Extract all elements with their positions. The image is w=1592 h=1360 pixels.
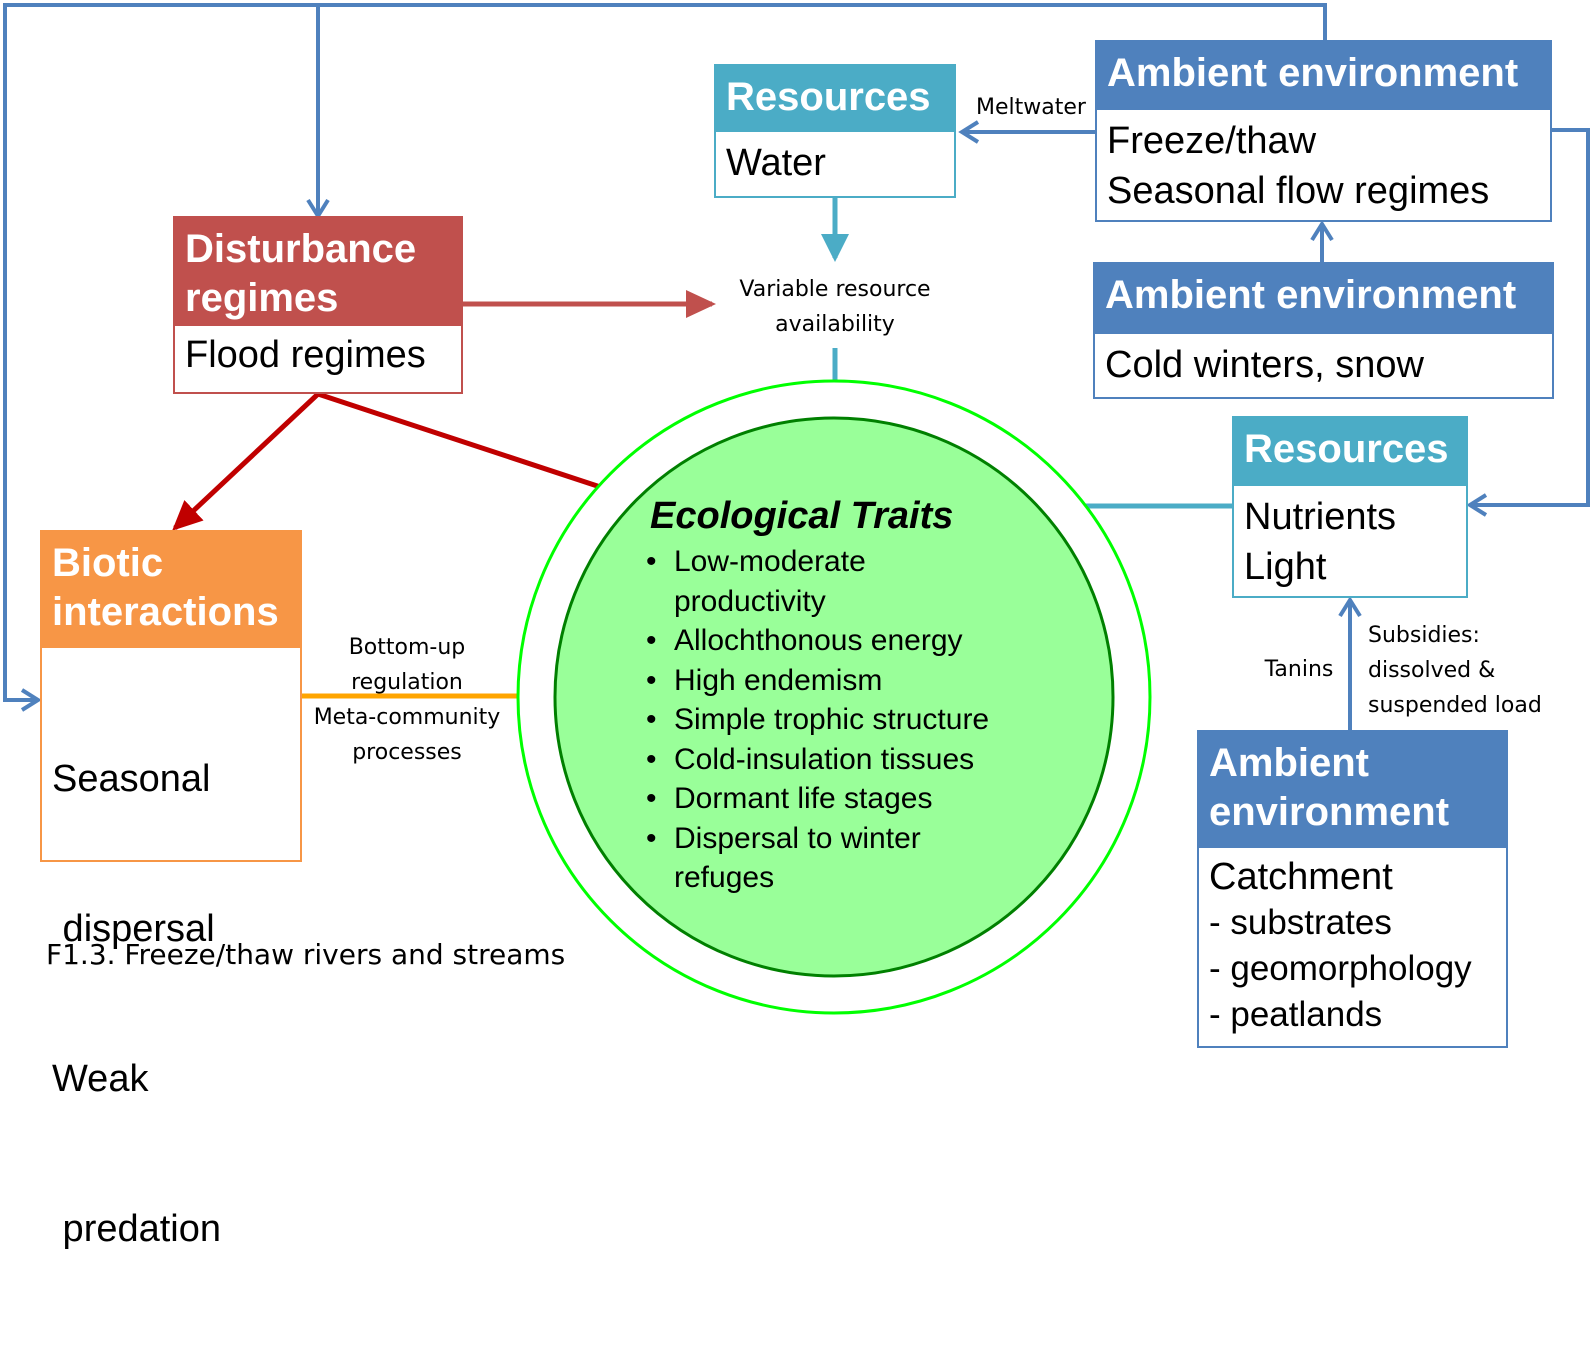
- variable-resource-label: Variable resource availability: [739, 277, 931, 337]
- flood-to-traits-arrow: [317, 391, 650, 508]
- biotic-header: Biotic interactions: [42, 532, 300, 648]
- traits-title: Ecological Traits: [650, 495, 954, 537]
- biotic-line-4: predation: [52, 1208, 222, 1250]
- ambient-freeze-line-1: Freeze/thaw: [1107, 120, 1317, 162]
- tanins-label: Tanins: [1264, 657, 1334, 682]
- catchment-line-4: - peatlands: [1209, 995, 1383, 1034]
- trait-item: High endemism: [646, 661, 994, 701]
- ambient-catchment-header: Ambient environment: [1199, 732, 1506, 848]
- resources-nutrients-line-1: Nutrients: [1244, 496, 1397, 538]
- trait-item: Low-moderate productivity: [646, 542, 934, 621]
- biotic-line-1: Seasonal: [52, 758, 211, 800]
- feedback-loop-line: [3, 3, 1327, 712]
- freeze-to-nutrients-arrow: [1466, 128, 1590, 517]
- ambient-cold-line: Cold winters, snow: [1105, 344, 1424, 386]
- disturbance-header: Disturbance regimes: [175, 218, 461, 326]
- ambient-cold-box: Ambient environment Cold winters, snow: [1093, 262, 1554, 399]
- ambient-freeze-line-2: Seasonal flow regimes: [1107, 170, 1490, 212]
- meltwater-label: Meltwater: [976, 95, 1086, 120]
- biotic-box: Biotic interactions Seasonal dispersal W…: [40, 530, 302, 1250]
- flood-to-biotic-arrow: [172, 392, 320, 531]
- catchment-line-1: Catchment: [1209, 856, 1393, 898]
- ambient-catchment-box: Ambient environment Catchment - substrat…: [1197, 730, 1508, 1048]
- bottom-up-label: Bottom-up regulation Meta-community proc…: [313, 635, 501, 765]
- trait-item: Dispersal to winter refuges: [646, 819, 994, 898]
- trait-item: Allochthonous energy: [646, 621, 994, 661]
- traits-list: Low-moderate productivity Allochthonous …: [646, 542, 994, 898]
- catchment-line-2: - substrates: [1209, 903, 1392, 942]
- resources-nutrients-box: Resources Nutrients Light: [1232, 416, 1468, 598]
- ambient-freeze-header: Ambient environment: [1097, 42, 1550, 110]
- biotic-line-3: Weak: [52, 1058, 149, 1100]
- trait-item: Simple trophic structure: [646, 700, 994, 740]
- subsidies-label: Subsidies: dissolved & suspended load: [1368, 623, 1542, 718]
- catchment-line-3: - geomorphology: [1209, 949, 1472, 988]
- trait-item: Cold-insulation tissues: [646, 740, 994, 780]
- resources-water-header: Resources: [716, 66, 954, 132]
- ambient-cold-header: Ambient environment: [1095, 264, 1552, 334]
- disturbance-box: Disturbance regimes Flood regimes: [173, 216, 463, 394]
- trait-item: Dormant life stages: [646, 779, 994, 819]
- resources-nutrients-line-2: Light: [1244, 546, 1327, 588]
- figure-caption: F1.3. Freeze/thaw rivers and streams: [46, 938, 566, 971]
- ambient-freeze-box: Ambient environment Freeze/thaw Seasonal…: [1095, 40, 1552, 222]
- resources-water-box: Resources Water: [714, 64, 956, 198]
- resources-water-line: Water: [726, 142, 826, 184]
- disturbance-line: Flood regimes: [185, 334, 426, 376]
- biotic-line-2: dispersal: [52, 908, 215, 950]
- resources-nutrients-header: Resources: [1234, 418, 1466, 486]
